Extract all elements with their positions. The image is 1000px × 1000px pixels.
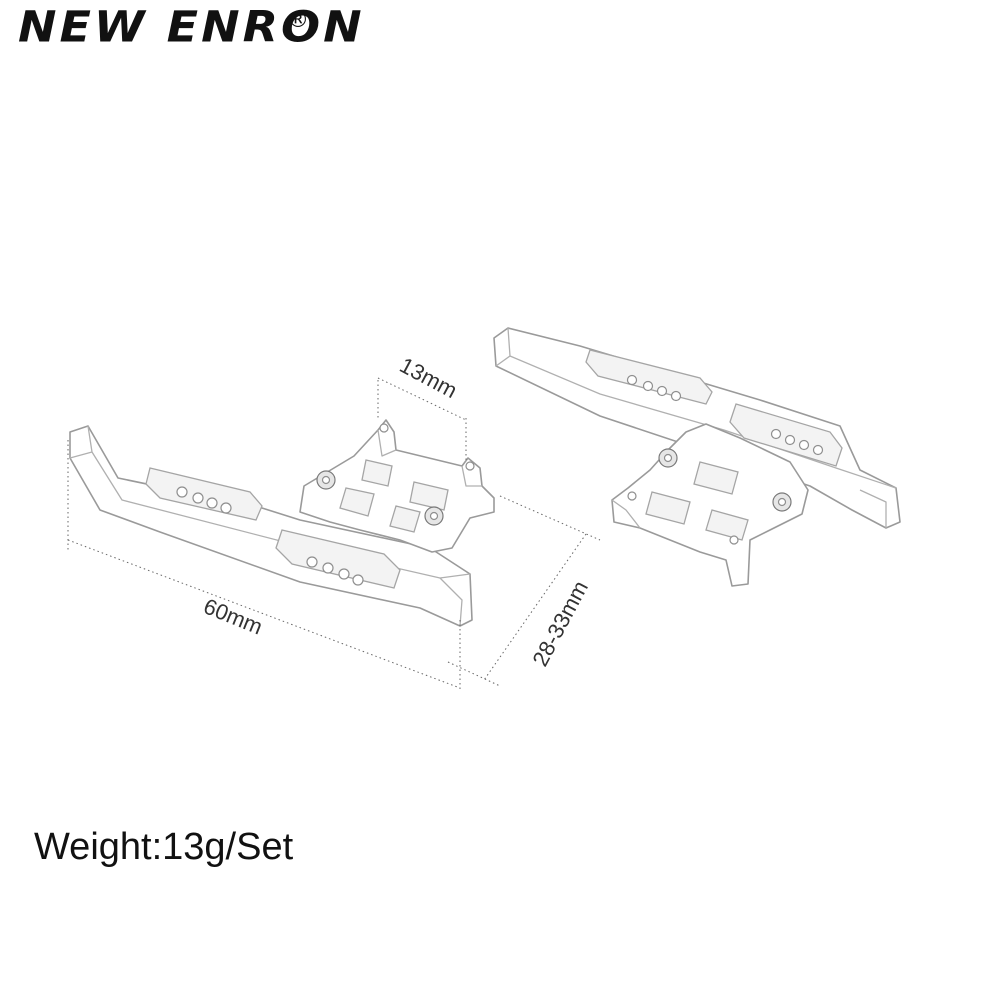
dimension-lines xyxy=(67,377,601,692)
left-mount-plate xyxy=(299,419,495,553)
left-rail-slot-1 xyxy=(145,467,263,521)
weight-spec: Weight:13g/Set xyxy=(34,826,294,868)
length-dimension-label: 60mm xyxy=(200,593,266,639)
left-chassis-part xyxy=(69,419,495,627)
brand-logo: NEW ENRON xyxy=(18,2,365,52)
right-rail-slot-1 xyxy=(585,349,713,405)
left-rail-slot-2 xyxy=(275,529,401,589)
height-dimension-label: 28-33mm xyxy=(527,577,593,671)
registered-mark: ® xyxy=(287,8,309,33)
width-dimension-label: 13mm xyxy=(396,352,462,403)
right-chassis-part xyxy=(493,327,901,587)
